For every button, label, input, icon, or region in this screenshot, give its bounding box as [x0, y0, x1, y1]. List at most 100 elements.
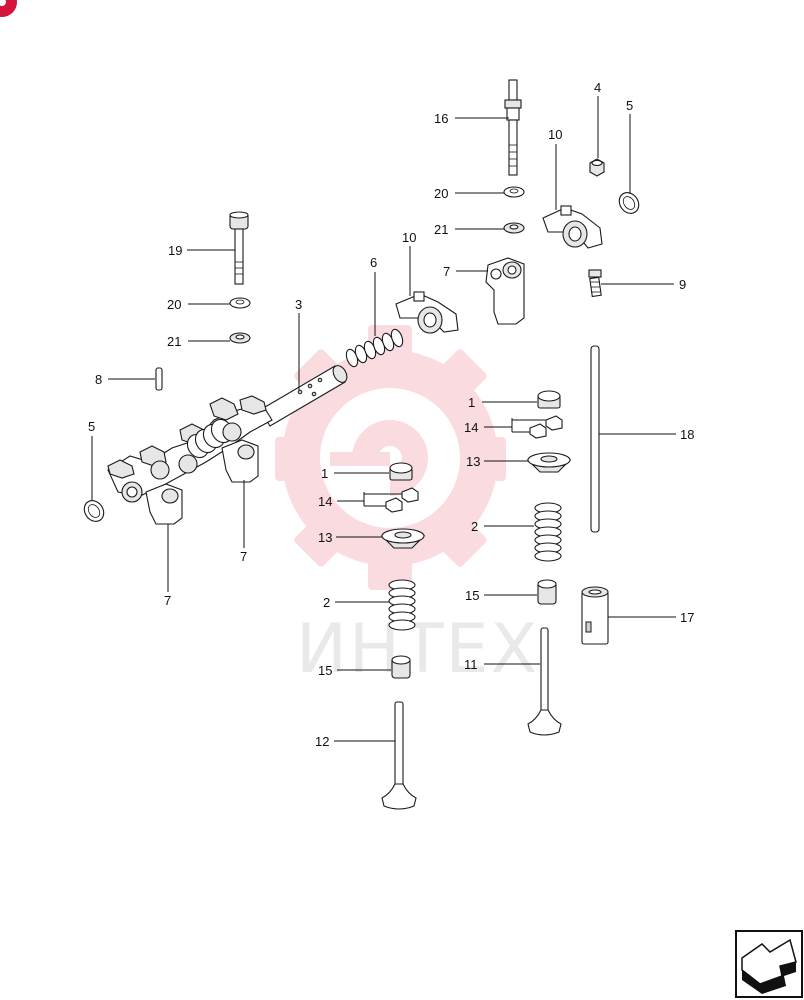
callout-number: 1: [321, 466, 328, 481]
part-circlip-upper: [618, 192, 640, 214]
callout: 3: [295, 297, 302, 390]
callout-number: 6: [370, 255, 377, 270]
callout-number: 14: [464, 420, 478, 435]
callout: 20: [434, 186, 504, 201]
watermark-text: ИНТЕХ: [296, 610, 539, 689]
callout: 1: [468, 395, 537, 410]
callout: 1: [321, 466, 389, 481]
part-washer-21-left: [229, 332, 251, 344]
callout: 21: [434, 222, 504, 237]
part-pin: [155, 367, 163, 391]
callout-number: 7: [164, 593, 171, 608]
callout: 14: [464, 418, 546, 435]
callout-number: 15: [318, 663, 332, 678]
callout-number: 1: [468, 395, 475, 410]
part-valve-seal-right: [537, 579, 557, 605]
part-valve-seal-left: [391, 655, 411, 679]
callout: 17: [608, 610, 694, 625]
part-rocker-arm-upper: [542, 205, 603, 249]
callout: 11: [464, 657, 540, 672]
callout: 2: [323, 595, 389, 610]
part-valve-cap-right: [537, 390, 561, 409]
callout-number: 16: [434, 111, 448, 126]
next-page-arrow-icon: [741, 938, 797, 994]
callout-number: 7: [240, 549, 247, 564]
part-push-rod: [590, 345, 600, 533]
part-rocker-support-upper: [485, 257, 525, 325]
callout: 7: [164, 524, 171, 608]
callout-number: 14: [318, 494, 332, 509]
part-adjusting-screw: [588, 269, 602, 298]
part-valve-spring-left: [388, 579, 416, 631]
part-rocker-arm-middle: [395, 291, 459, 334]
callout-number: 2: [323, 595, 330, 610]
callout-number: 9: [679, 277, 686, 292]
callout-number: 17: [680, 610, 694, 625]
callout-number: 21: [167, 334, 181, 349]
part-spring-retainer-left: [380, 528, 426, 549]
part-nut: [589, 158, 605, 177]
callout-number: 7: [443, 264, 450, 279]
part-rocker-shaft: [259, 365, 348, 427]
part-valve-exhaust: [527, 627, 562, 736]
callout: 6: [370, 255, 377, 336]
callout-number: 12: [315, 734, 329, 749]
part-spring-retainer-right: [526, 452, 572, 473]
part-valve-cap-left: [389, 462, 413, 481]
callout-number: 2: [471, 519, 478, 534]
callout: 13: [466, 454, 528, 469]
callout-number: 13: [318, 530, 332, 545]
callout: 2: [471, 519, 534, 534]
part-shaft-spring: [345, 328, 404, 368]
callout: 8: [95, 372, 155, 387]
part-valve-collets-left: [385, 487, 419, 513]
callout-number: 13: [466, 454, 480, 469]
callout: 12: [315, 734, 395, 749]
callout-number: 19: [168, 243, 182, 258]
callout: 14: [318, 492, 402, 509]
callout: 7: [443, 264, 488, 279]
callout: 16: [434, 111, 509, 126]
callout: 21: [167, 334, 230, 349]
callout: 5: [88, 419, 95, 500]
callout: 15: [318, 663, 391, 678]
next-page-button[interactable]: [735, 930, 803, 998]
part-washer-20-upper: [503, 186, 525, 198]
callout: 5: [626, 98, 633, 194]
corner-marker-dot: [0, 0, 6, 6]
callout: 9: [601, 277, 686, 292]
callout-number: 20: [167, 297, 181, 312]
callout-number: 10: [548, 127, 562, 142]
callout-number: 21: [434, 222, 448, 237]
part-valve-collets-right: [529, 415, 563, 439]
callout: 10: [402, 230, 416, 296]
callout: 4: [594, 80, 601, 158]
callout: 13: [318, 530, 382, 545]
callout: 18: [599, 427, 694, 442]
callout-number: 11: [464, 657, 478, 672]
callout-number: 20: [434, 186, 448, 201]
callout-number: 15: [465, 588, 479, 603]
part-rocker-assembly: [107, 395, 273, 525]
callout-number: 8: [95, 372, 102, 387]
callout-number: 3: [295, 297, 302, 312]
callout-number: 5: [626, 98, 633, 113]
callout-number: 18: [680, 427, 694, 442]
callout-number: 10: [402, 230, 416, 245]
callout: 15: [465, 588, 537, 603]
callout: 7: [240, 480, 247, 564]
part-stud-bolt: [504, 79, 522, 176]
part-bolt: [229, 211, 249, 285]
part-washer-20-left: [229, 297, 251, 309]
callout: 20: [167, 297, 230, 312]
callout-number: 4: [594, 80, 601, 95]
callout: 10: [548, 127, 562, 210]
part-valve-intake: [381, 701, 417, 810]
part-valve-spring-right: [534, 502, 562, 562]
callout-number: 5: [88, 419, 95, 434]
part-circlip-left: [83, 500, 105, 522]
part-tappet: [581, 586, 609, 645]
watermark-logo: [275, 325, 506, 590]
part-washer-21-upper: [503, 222, 525, 234]
